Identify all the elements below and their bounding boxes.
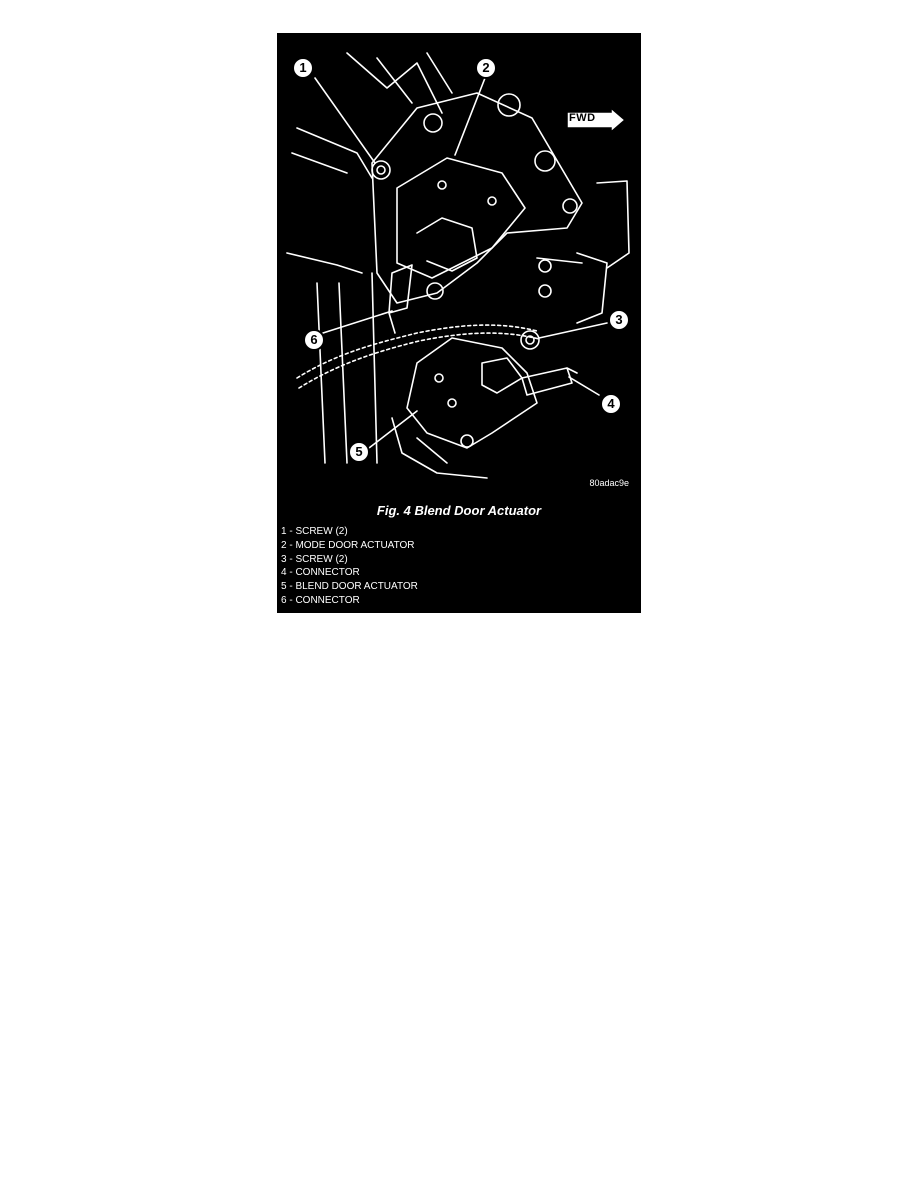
blend-door-actuator-tab — [481, 357, 523, 394]
callout-5: 5 — [348, 441, 370, 463]
legend-item: 2 - MODE DOOR ACTUATOR — [281, 539, 415, 551]
actuator-pin-1 — [437, 180, 447, 190]
screw-3 — [520, 330, 540, 350]
legend-item: 4 - CONNECTOR — [281, 567, 360, 579]
legend-item: 5 - BLEND DOOR ACTUATOR — [281, 581, 418, 593]
mode-door-actuator-body — [396, 157, 526, 279]
housing-left-edge — [316, 272, 378, 464]
figure-panel: 1 2 3 4 5 6 FWD 80adac9e Fig. 4 Blend Do… — [277, 33, 641, 613]
leader-6 — [322, 310, 393, 334]
legend-list: 1 - SCREW (2) 2 - MODE DOOR ACTUATOR 3 -… — [281, 525, 418, 608]
leader-2 — [454, 77, 486, 156]
legend-item: 3 - SCREW (2) — [281, 553, 348, 565]
upper-linkage — [346, 52, 453, 114]
bracket-hole-1 — [423, 113, 443, 133]
legend-item: 1 - SCREW (2) — [281, 526, 348, 537]
callout-3: 3 — [608, 309, 630, 331]
image-code: 80adac9e — [589, 478, 629, 488]
callout-1: 1 — [292, 57, 314, 79]
connector-6 — [388, 264, 413, 334]
bracket-hole-4 — [562, 198, 578, 214]
leader-3 — [538, 322, 608, 339]
mode-door-actuator-notch — [416, 217, 478, 272]
legend-item: 6 - CONNECTOR — [281, 594, 360, 606]
leader-5 — [368, 410, 418, 449]
connector-4 — [521, 367, 578, 396]
leader-1 — [314, 77, 376, 164]
bracket-hole-2 — [497, 93, 521, 117]
right-duct — [536, 180, 630, 324]
actuator-pin-2 — [487, 196, 497, 206]
callout-4: 4 — [600, 393, 622, 415]
figure-caption: Fig. 4 Blend Door Actuator — [376, 503, 542, 518]
callout-2: 2 — [475, 57, 497, 79]
leader-4 — [568, 376, 600, 396]
callout-6: 6 — [303, 329, 325, 351]
screw-1 — [371, 160, 391, 180]
actuator-illustration — [286, 52, 630, 479]
fwd-arrow-icon — [566, 108, 627, 132]
fwd-label: FWD — [569, 112, 596, 124]
blend-door-actuator-body — [406, 337, 538, 449]
mounting-bracket — [371, 92, 583, 304]
screw-lower — [426, 282, 444, 300]
duct-outline — [286, 127, 373, 274]
wiring-harness — [296, 324, 538, 379]
bracket-hole-3 — [534, 150, 556, 172]
lower-housing — [391, 417, 488, 479]
